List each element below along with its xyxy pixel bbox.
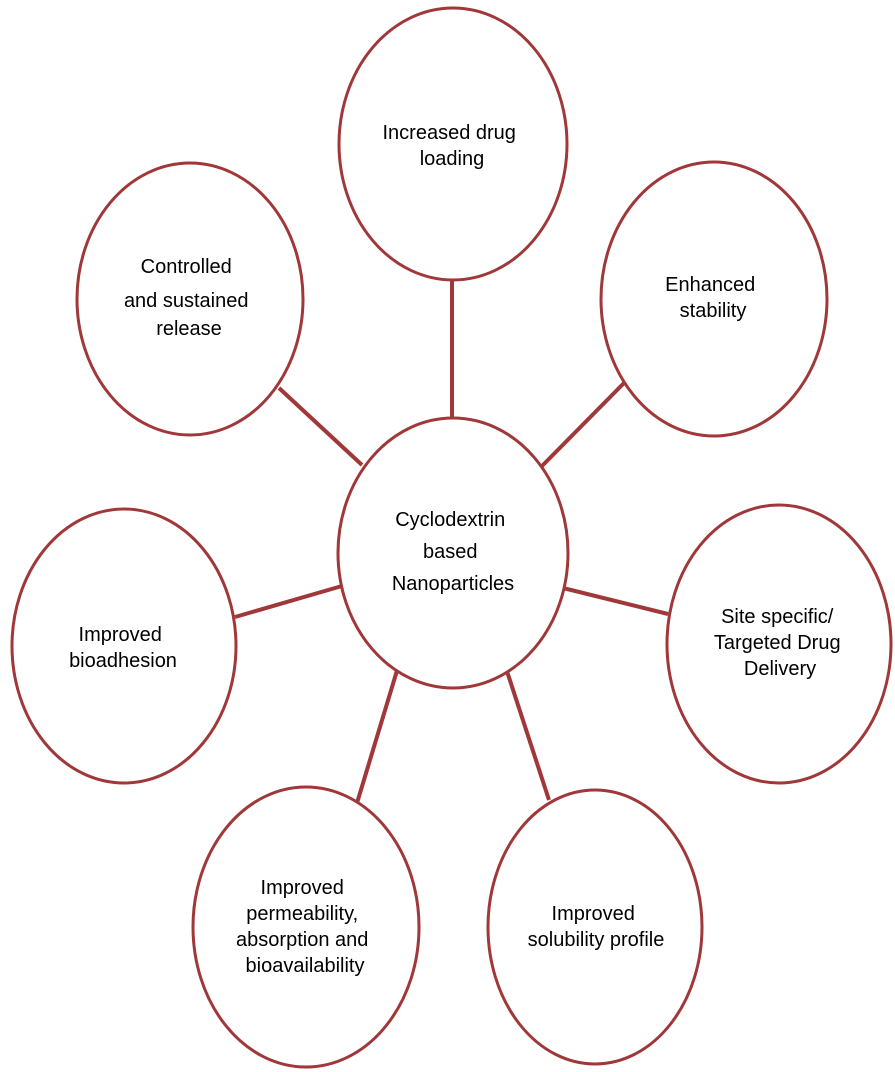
svg-text:Improved bioadhesion: Improved bioadhesion bbox=[69, 624, 177, 672]
node-center-cyclodextrin-nanoparticles: Cyclodextrin based Nanoparticles bbox=[336, 416, 570, 690]
connector-site-specific-targeted-drug-delivery bbox=[562, 586, 669, 616]
svg-text:Cyclodextrin based: Cyclodextrin based Nanoparticles bbox=[392, 509, 514, 595]
node-label-line: loading bbox=[420, 148, 485, 170]
center-label-line: Cyclodextrin bbox=[395, 509, 505, 531]
node-label-line: Site specific/ bbox=[721, 606, 834, 628]
node-label-line: Targeted Drug bbox=[714, 632, 841, 654]
node-label-line: and sustained bbox=[124, 290, 249, 312]
connector-improved-solubility-profile bbox=[500, 655, 551, 801]
node-enhanced-stability: Enhanced stability bbox=[599, 160, 829, 438]
node-label-line: Enhanced bbox=[665, 274, 755, 296]
node-controlled-and-sustained-release: Controlled and sustained release bbox=[75, 161, 305, 437]
node-label-line: absorption and bbox=[236, 929, 368, 951]
node-label-line: Delivery bbox=[744, 658, 816, 680]
connectors bbox=[234, 279, 669, 804]
connector-enhanced-stability bbox=[538, 381, 626, 470]
svg-text:Increased drug loading: Increased drug loading bbox=[383, 122, 522, 170]
node-label-line: solubility profile bbox=[528, 929, 665, 951]
node-increased-drug-loading: Increased drug loading bbox=[337, 6, 569, 282]
node-site-specific-targeted-drug-delivery: Site specific/ Targeted Drug Delivery bbox=[665, 503, 893, 785]
node-label-line: permeability, bbox=[246, 903, 358, 925]
center-label-line: Nanoparticles bbox=[392, 573, 514, 595]
node-improved-permeability-absorption-bioavailability: Improved permeability, absorption and bi… bbox=[191, 785, 421, 1069]
node-label-line: Increased drug bbox=[383, 122, 516, 144]
svg-text:Enhanced stability: Enhanced stability bbox=[665, 274, 761, 322]
svg-text:Site specific/ Targeted: Site specific/ Targeted Drug Delivery bbox=[714, 606, 846, 680]
svg-text:Improved permeability,: Improved permeability, absorption and bi… bbox=[236, 877, 374, 977]
node-label-line: bioadhesion bbox=[69, 650, 177, 672]
center-label-line: based bbox=[423, 541, 478, 563]
node-label-line: bioavailability bbox=[246, 955, 365, 977]
node-label-line: Improved bbox=[79, 624, 162, 646]
node-label-line: release bbox=[156, 318, 222, 340]
node-label-line: Improved bbox=[261, 877, 344, 899]
node-label-line: Controlled bbox=[141, 256, 232, 278]
node-label-line: Improved bbox=[552, 903, 635, 925]
svg-text:Controlled and sustained: Controlled and sustained release bbox=[124, 256, 254, 340]
node-improved-solubility-profile: Improved solubility profile bbox=[486, 788, 704, 1066]
node-improved-bioadhesion: Improved bioadhesion bbox=[10, 507, 238, 785]
connector-improved-permeability-absorption-bioavailability bbox=[355, 653, 404, 804]
connector-improved-bioadhesion bbox=[234, 584, 343, 619]
svg-text:Improved solubility prof: Improved solubility profile bbox=[528, 903, 665, 951]
node-label-line: stability bbox=[680, 300, 747, 322]
connector-controlled-and-sustained-release bbox=[277, 386, 364, 467]
